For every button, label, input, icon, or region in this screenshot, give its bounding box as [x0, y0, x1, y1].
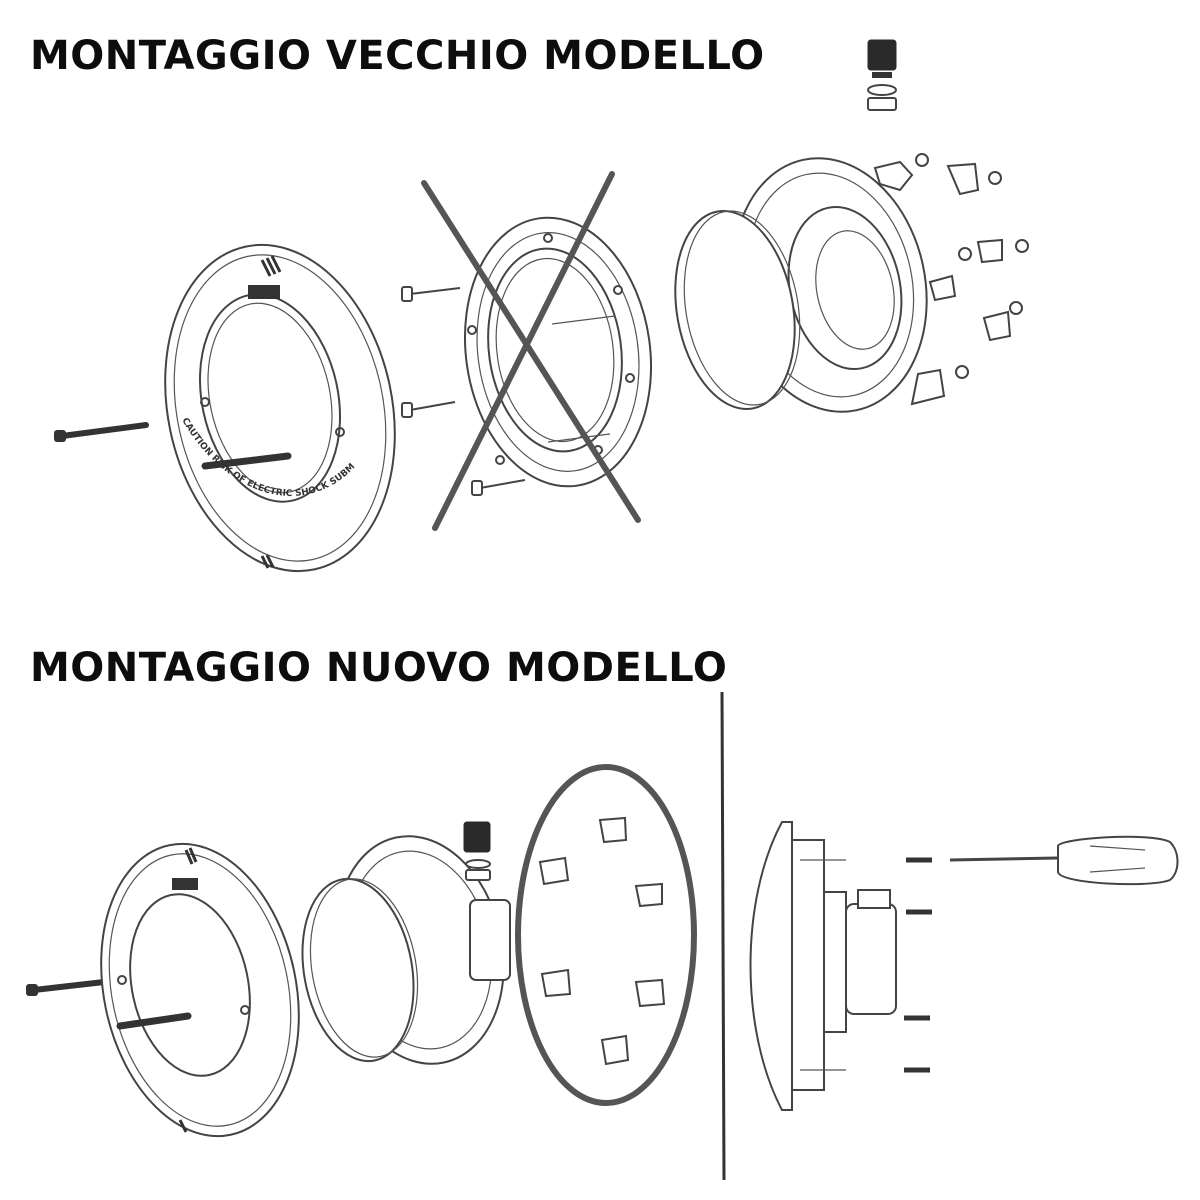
long-screw-old	[54, 422, 149, 442]
clips-new	[538, 816, 666, 1066]
clips-old	[873, 153, 1029, 406]
mounting-screws-old	[401, 286, 526, 496]
divider-line	[720, 691, 726, 1181]
old-flange	[463, 216, 653, 488]
cable-gland-old	[867, 39, 897, 111]
cable-gland-new	[463, 821, 491, 881]
grip-marks-top	[260, 255, 282, 277]
heading-new-model: MONTAGGIO NUOVO MODELLO	[30, 645, 728, 691]
heading-old-model: MONTAGGIO VECCHIO MODELLO	[30, 33, 765, 79]
gasket-ring-new	[515, 764, 697, 1106]
long-screw-new	[26, 979, 107, 996]
light-body-new	[301, 835, 511, 1065]
side-view-assembly	[749, 821, 897, 1111]
light-body-old	[674, 157, 928, 413]
grip-marks-bottom	[260, 554, 275, 569]
small-screws-new	[904, 857, 932, 1073]
front-trim-ring-old: CAUTION RISK OF ELECTRIC SHOCK SUBMERGE …	[0, 0, 396, 573]
screwdriver-icon	[949, 835, 1179, 886]
old-model-assembly: CAUTION RISK OF ELECTRIC SHOCK SUBMERGE …	[0, 0, 1029, 573]
cross-out-mark	[421, 171, 641, 531]
new-model-assembly	[26, 691, 1179, 1181]
front-trim-ring-new	[100, 842, 300, 1138]
